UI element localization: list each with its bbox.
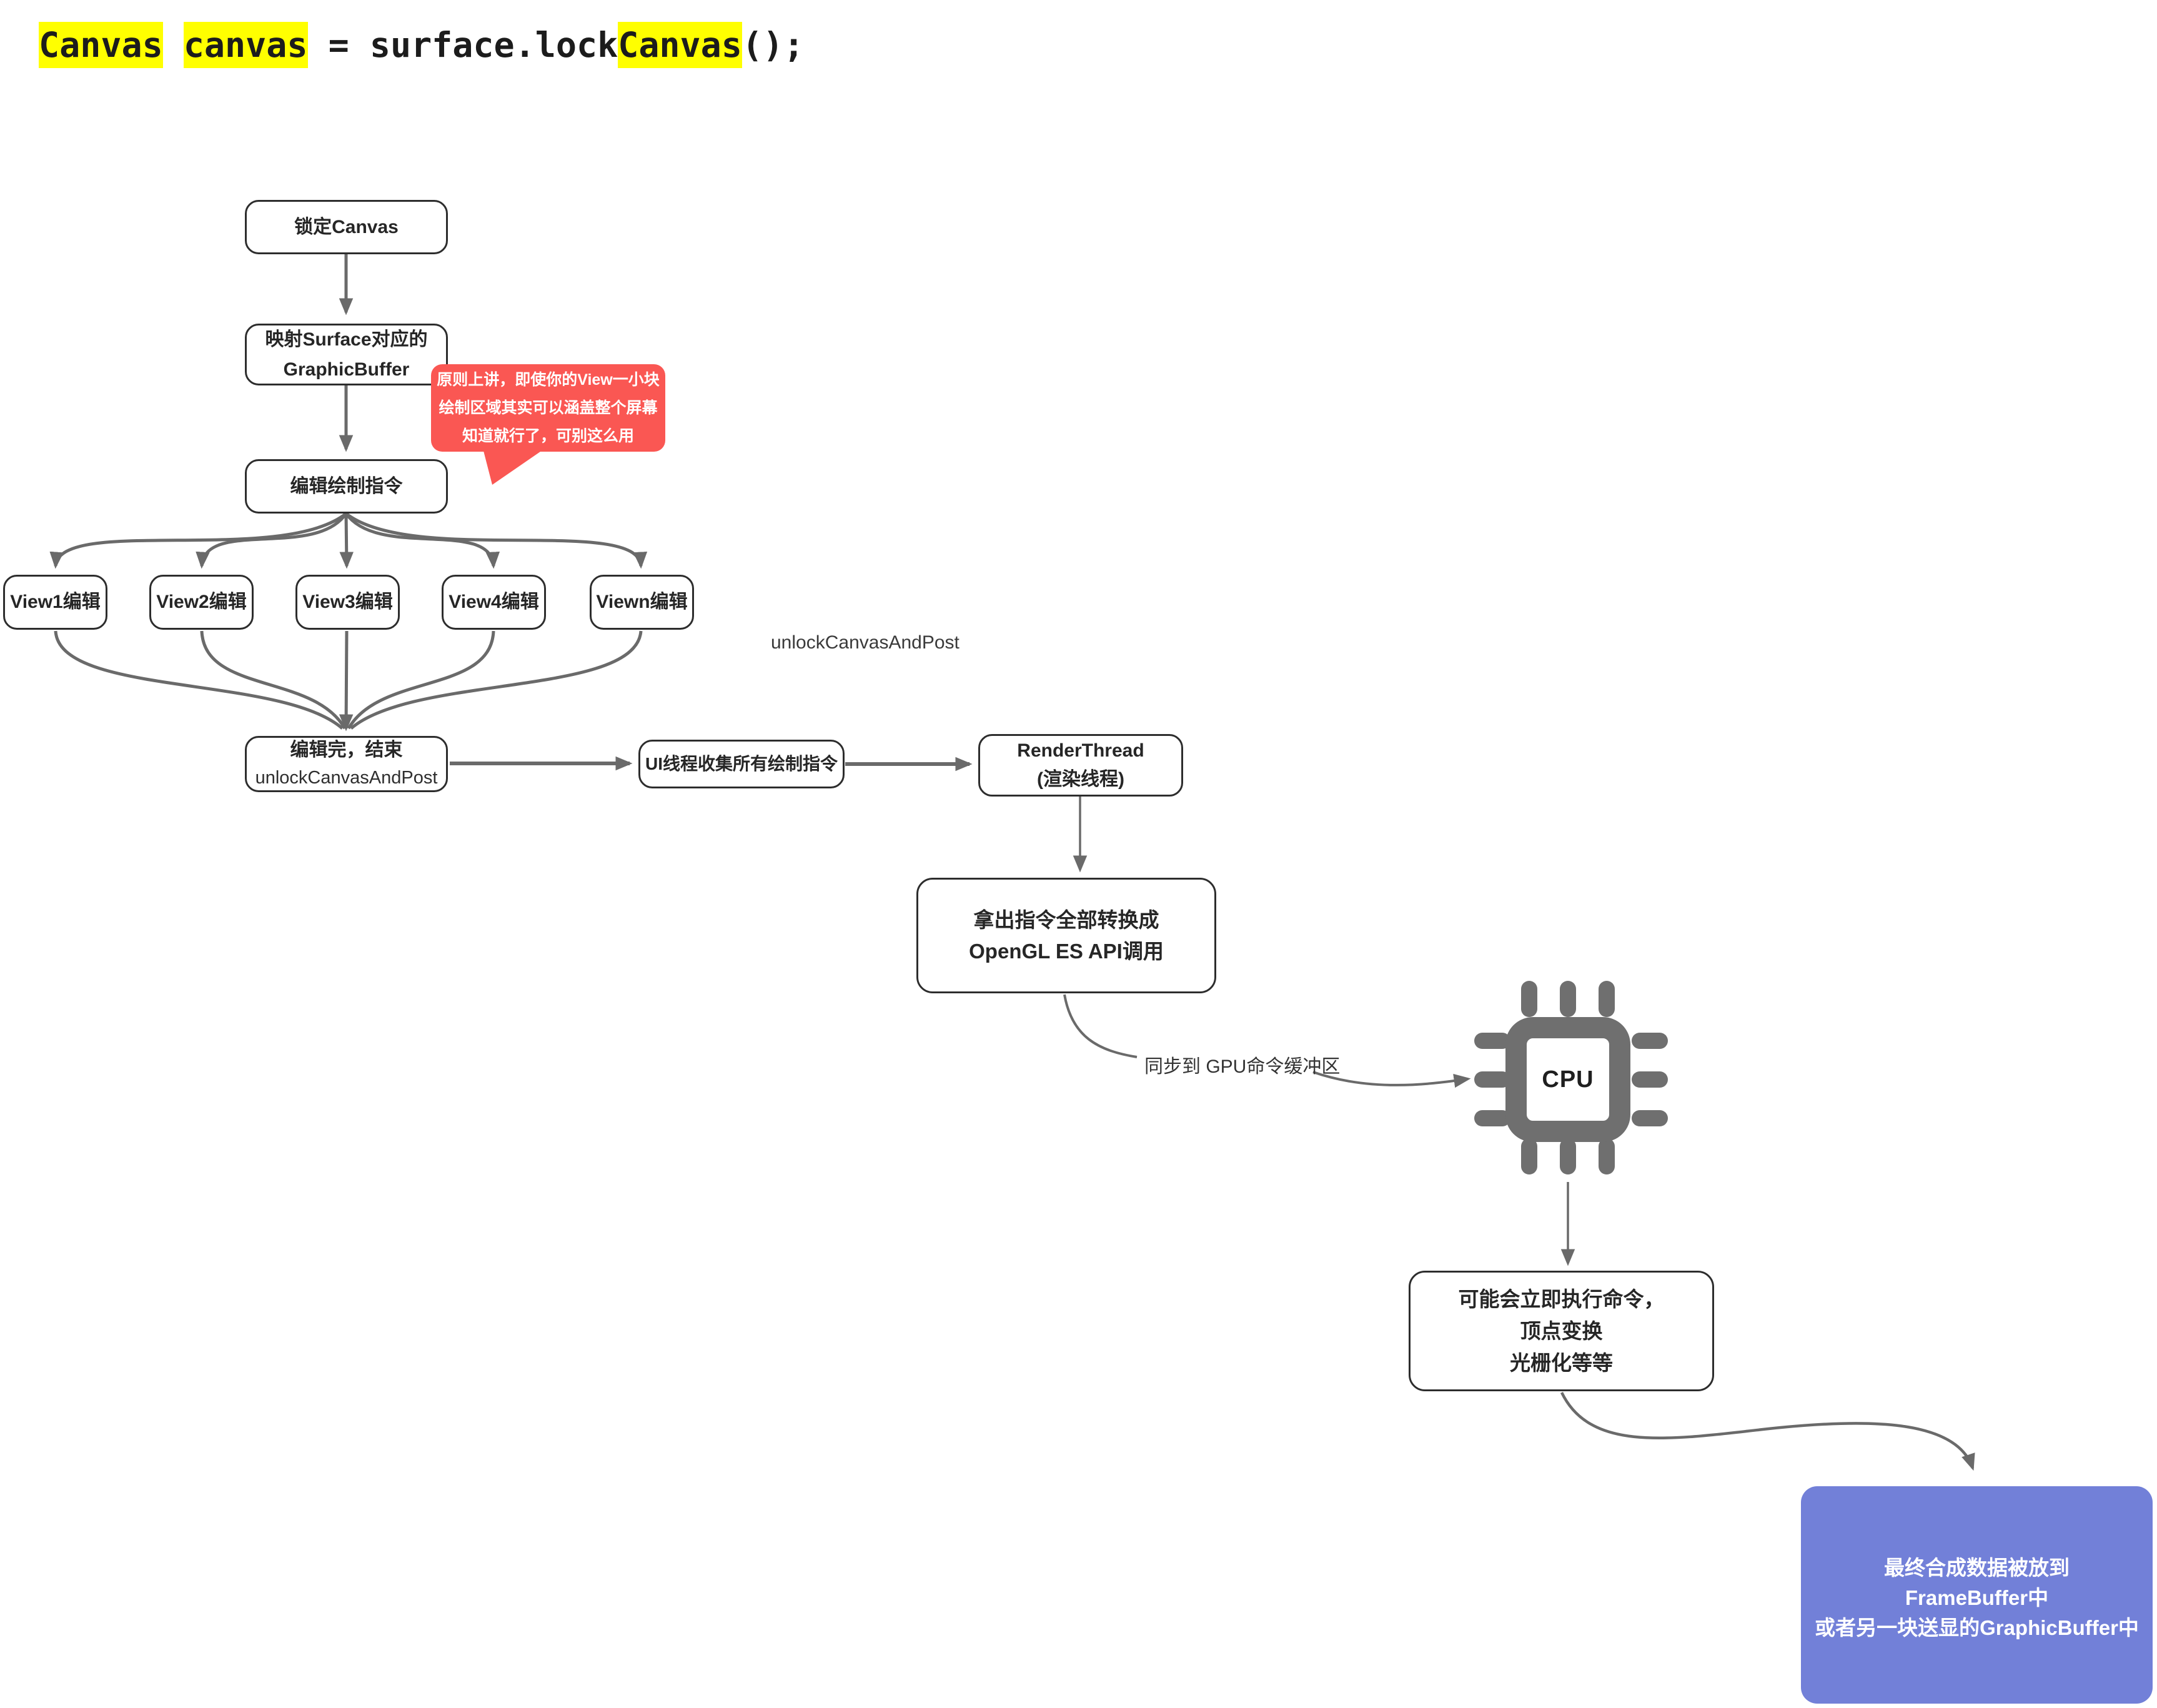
unlock-canvas-label: unlockCanvasAndPost (771, 632, 959, 653)
flow-node-render-thread: RenderThread (渲染线程) (978, 734, 1183, 797)
flow-node-label: 光栅化等等 (1510, 1351, 1613, 1374)
flow-node-viewn: Viewn编辑 (590, 575, 694, 630)
code-token: = surface.lock (307, 25, 618, 65)
flow-node-label: 或者另一块送显的GraphicBuffer中 (1815, 1616, 2139, 1639)
code-token-highlighted: Canvas (618, 22, 742, 68)
chip-pin (1632, 1033, 1668, 1049)
flow-node-label: View1编辑 (10, 592, 101, 613)
cpu-chip-body: CPU (1505, 1017, 1630, 1142)
flow-node-label: 最终合成数据被放到 (1884, 1556, 2070, 1579)
flow-node-label: 可能会立即执行命令， (1458, 1288, 1665, 1311)
chip-pin (1474, 1071, 1510, 1088)
flow-node-view1: View1编辑 (3, 575, 107, 630)
flow-node-label: 拿出指令全部转换成 (973, 908, 1159, 931)
flow-node-framebuffer: 最终合成数据被放到 FrameBuffer中 或者另一块送显的GraphicBu… (1801, 1486, 2153, 1704)
code-token-highlighted: canvas (183, 22, 308, 68)
callout-line: 知道就行了，可别这么用 (462, 427, 634, 445)
flow-node-label: 编辑绘制指令 (290, 475, 403, 497)
cpu-label: CPU (1542, 1066, 1594, 1093)
flow-node-label: OpenGL ES API调用 (969, 939, 1164, 963)
flow-node-label: 编辑完，结束 (290, 740, 403, 760)
flow-node-view4: View4编辑 (442, 575, 546, 630)
flow-node-lock-canvas: 锁定Canvas (245, 200, 448, 254)
flow-node-convert-opengl: 拿出指令全部转换成 OpenGL ES API调用 (916, 878, 1216, 993)
chip-pin (1632, 1071, 1668, 1088)
chip-pin (1599, 981, 1615, 1017)
flow-node-finish: 编辑完，结束 unlockCanvasAndPost (245, 736, 448, 792)
chip-pin (1521, 981, 1537, 1017)
flow-node-label: FrameBuffer中 (1905, 1586, 2049, 1609)
flow-node-label: 顶点变换 (1520, 1319, 1603, 1343)
flow-node-label: Viewn编辑 (596, 592, 688, 613)
flow-node-label: UI线程收集所有绘制指令 (645, 753, 838, 773)
chip-pin (1474, 1033, 1510, 1049)
flow-node-label: GraphicBuffer (283, 359, 410, 380)
flow-node-label: View4编辑 (449, 592, 539, 613)
chip-pin (1521, 1138, 1537, 1174)
code-token: (); (741, 25, 805, 65)
flow-node-execute: 可能会立即执行命令， 顶点变换 光栅化等等 (1409, 1271, 1714, 1391)
code-snippet: Canvas canvas = surface.lockCanvas(); (39, 22, 805, 68)
callout-line: 原则上讲，即使你的View一小块 (437, 370, 660, 389)
flow-node-view3: View3编辑 (295, 575, 400, 630)
sync-gpu-buffer-label: 同步到 GPU命令缓冲区 (1144, 1056, 1341, 1077)
flow-node-label: (渲染线程) (1037, 769, 1124, 790)
flow-node-sublabel: unlockCanvasAndPost (255, 768, 438, 788)
chip-pin (1599, 1138, 1615, 1174)
code-token (163, 25, 184, 65)
framebuffer-text: 最终合成数据被放到 FrameBuffer中 或者另一块送显的GraphicBu… (1801, 1553, 2153, 1643)
flow-node-ui-collect: UI线程收集所有绘制指令 (638, 740, 845, 788)
chip-pin (1632, 1110, 1668, 1126)
flow-node-label: View2编辑 (156, 592, 247, 613)
callout-line: 绘制区域其实可以涵盖整个屏幕 (439, 399, 658, 417)
chip-pin (1560, 981, 1576, 1017)
flow-node-label: 映射Surface对应的 (265, 329, 428, 350)
callout-bubble: 原则上讲，即使你的View一小块 绘制区域其实可以涵盖整个屏幕 知道就行了，可别… (431, 364, 665, 452)
code-token-highlighted: Canvas (39, 22, 163, 68)
cpu-chip-icon: CPU (1468, 975, 1674, 1181)
chip-pin (1560, 1138, 1576, 1174)
flow-node-label: View3编辑 (302, 592, 393, 613)
flow-node-label: RenderThread (1017, 740, 1144, 761)
flow-node-view2: View2编辑 (149, 575, 254, 630)
flow-node-edit-commands: 编辑绘制指令 (245, 459, 448, 514)
flow-node-map-surface: 映射Surface对应的 GraphicBuffer (245, 324, 448, 385)
chip-pin (1474, 1110, 1510, 1126)
flow-node-label: 锁定Canvas (294, 216, 399, 237)
